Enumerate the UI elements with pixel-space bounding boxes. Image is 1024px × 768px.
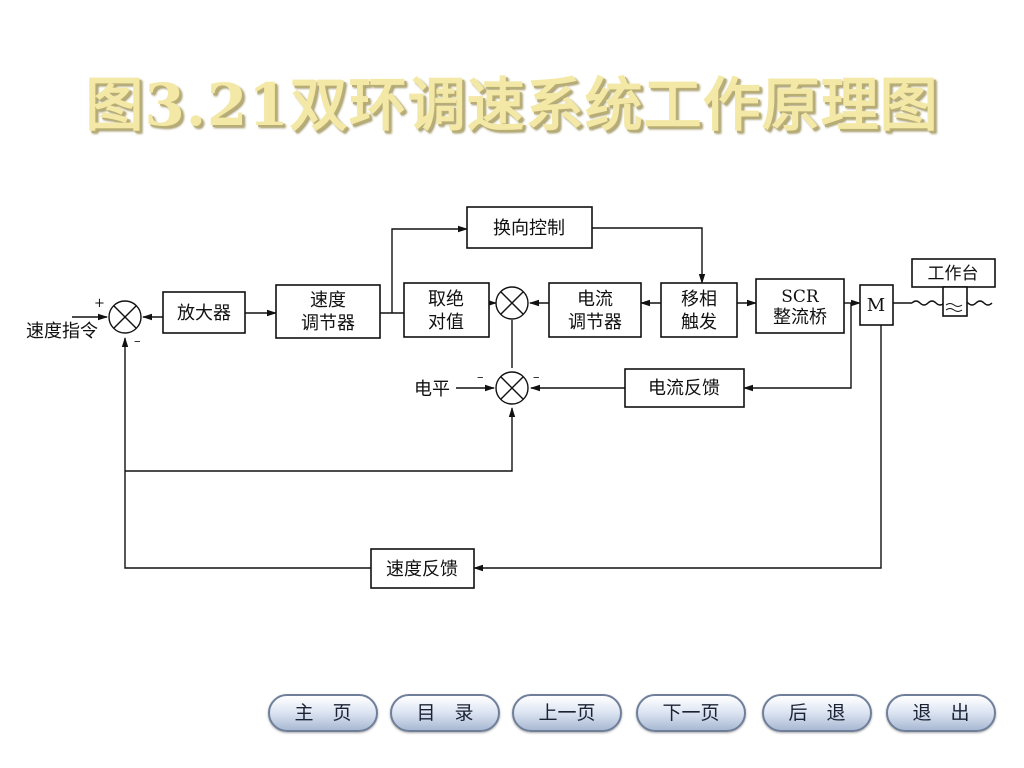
worktable-label: 工作台 — [928, 264, 979, 284]
worktable-block — [911, 258, 996, 288]
abs-value-block — [403, 282, 490, 338]
nav-bar: 主 页 目 录 上一页 下一页 后 退 退 出 — [268, 694, 998, 734]
speed-regulator-block — [275, 284, 381, 339]
abs-value-label-1: 取绝 — [428, 289, 464, 310]
speed-feedback-sum1-line — [121, 337, 371, 569]
speed-regulator-reversing-line — [391, 225, 468, 313]
current-feedback-block — [624, 368, 745, 408]
speed-feedback-label: 速度反馈 — [386, 559, 458, 580]
minus-sign-sum1: – — [134, 334, 141, 349]
input-label: 速度指令 — [26, 321, 98, 342]
motor-block — [859, 284, 894, 326]
speed-feedback-tap-line — [473, 325, 882, 572]
summing-junction-2 — [495, 286, 529, 320]
plus-sign-sum1: + — [94, 296, 105, 311]
prev-page-button[interactable]: 上一页 — [512, 694, 622, 732]
scr-label-2: 整流桥 — [773, 307, 827, 328]
exit-button[interactable]: 退 出 — [886, 694, 996, 732]
current-feedback-tap-line — [743, 303, 852, 392]
inner-feedback-line — [125, 407, 516, 472]
level-label: 电平 — [414, 379, 450, 400]
phase-trigger-block — [660, 282, 738, 338]
scr-block — [755, 278, 845, 334]
scr-label-1: SCR — [781, 287, 820, 307]
reversing-control-block — [466, 206, 593, 249]
amplifier-block — [162, 291, 246, 334]
reversing-phase-line — [592, 227, 706, 284]
minus-sign-sum3-left: – — [477, 370, 484, 385]
contents-button[interactable]: 目 录 — [390, 694, 500, 732]
speed-feedback-block — [370, 548, 475, 589]
motor-label: M — [867, 295, 885, 316]
back-button[interactable]: 后 退 — [762, 694, 872, 732]
home-button[interactable]: 主 页 — [268, 694, 378, 732]
speed-regulator-label-1: 速度 — [310, 290, 346, 311]
current-regulator-block — [548, 282, 642, 338]
minus-sign-sum3-right: – — [533, 370, 540, 385]
phase-trigger-label-2: 触发 — [681, 312, 717, 333]
amplifier-label: 放大器 — [177, 303, 231, 324]
next-page-button[interactable]: 下一页 — [636, 694, 746, 732]
current-regulator-label-2: 调节器 — [568, 312, 622, 333]
phase-trigger-label-1: 移相 — [681, 289, 717, 310]
current-feedback-label: 电流反馈 — [648, 378, 720, 399]
current-regulator-label-1: 电流 — [577, 289, 613, 310]
worktable-carriage — [942, 286, 968, 317]
summing-junction-3 — [495, 371, 529, 405]
reversing-control-label: 换向控制 — [493, 218, 565, 239]
speed-regulator-label-2: 调节器 — [301, 313, 355, 334]
abs-value-label-2: 对值 — [428, 312, 464, 333]
summing-junction-1 — [108, 300, 142, 334]
page-title: 图3.21双环调速系统工作原理图 — [85, 71, 939, 139]
